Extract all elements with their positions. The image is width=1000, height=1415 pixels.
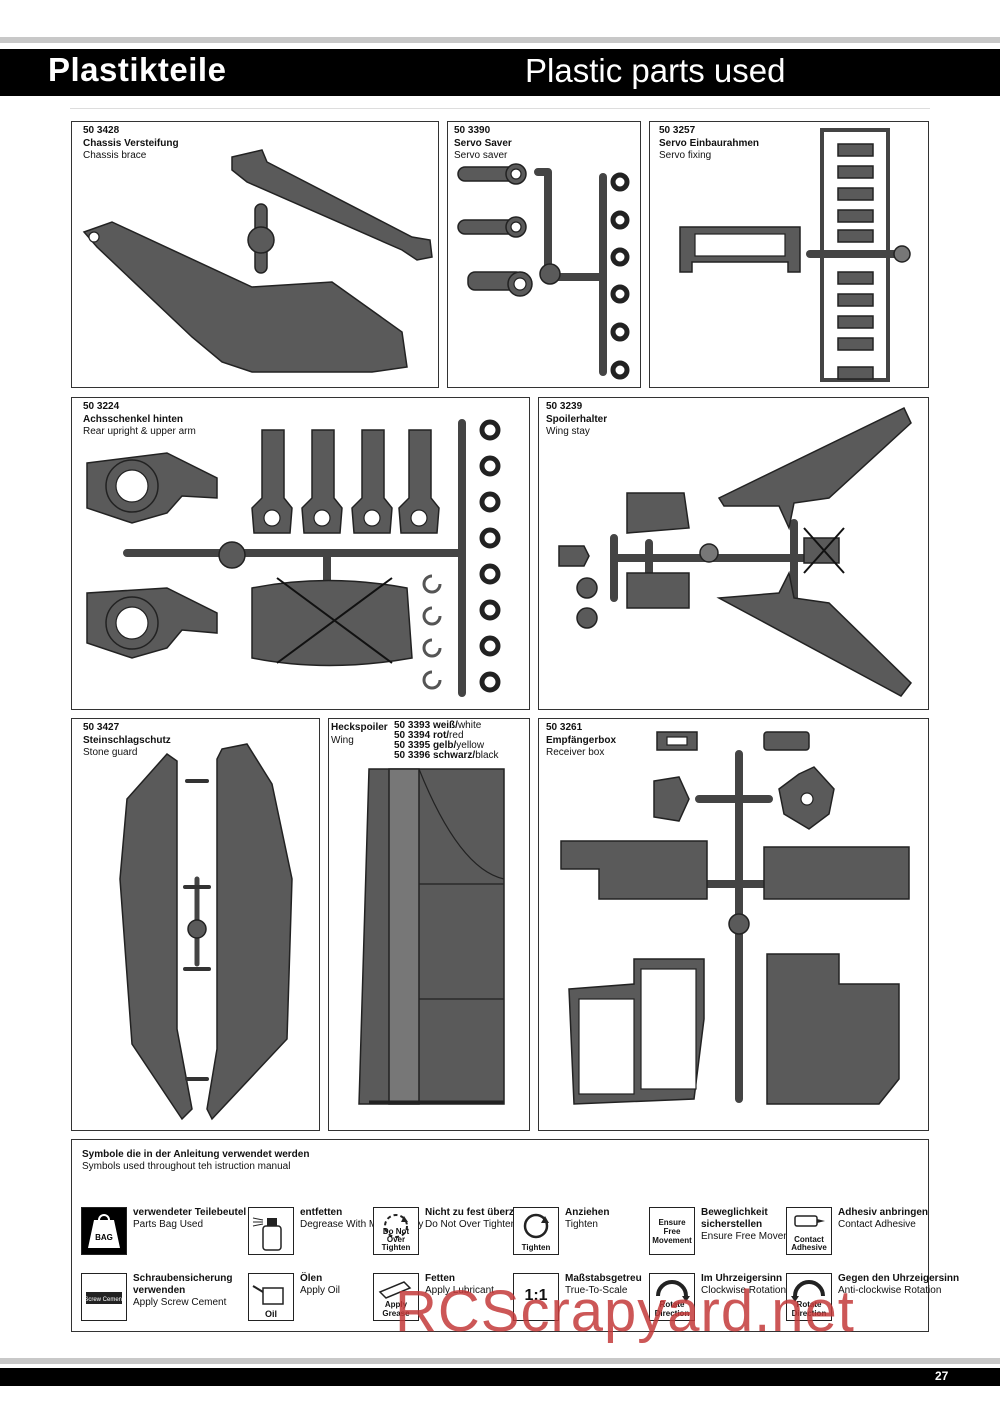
rotate-anticlockwise-icon: Rotate Direction	[786, 1273, 832, 1321]
contact-adhesive-icon: Contact Adhesive	[786, 1207, 832, 1255]
part-number: 50 3224	[83, 401, 120, 412]
panel-stone-guard: 50 3427 Steinschlagschutz Stone guard	[71, 718, 320, 1131]
wing-variant: 50 3396 schwarz/black	[394, 750, 499, 761]
part-number: 50 3428	[83, 125, 120, 136]
symbol-subtitle: Clockwise Rotation	[701, 1285, 787, 1296]
part-name-en: Rear upright & upper arm	[83, 426, 196, 437]
wing-variant: 50 3394 rot/red	[394, 730, 464, 741]
symbol-title: Fetten	[425, 1273, 455, 1284]
panel-chassis-brace: 50 3428 Chassis Versteifung Chassis brac…	[71, 121, 439, 388]
page-title-de: Plastikteile	[48, 51, 227, 88]
rotate-clockwise-icon: Rotate Direction	[649, 1273, 695, 1321]
top-rule	[0, 37, 1000, 43]
symbol-title: Gegen den Uhrzeigersinn	[838, 1273, 960, 1284]
symbol-subtitle: Apply Oil	[300, 1285, 341, 1296]
part-name-en: Receiver box	[546, 747, 605, 758]
panel-servo-saver: 50 3390 Servo Saver Servo saver	[447, 121, 641, 388]
page-title-en: Plastic parts used	[525, 52, 786, 89]
symbols-heading-de: Symbole die in der Anleitung verwendet w…	[82, 1149, 310, 1160]
part-number: 50 3390	[454, 125, 491, 136]
symbol-title: Nicht zu fest überziehen	[425, 1207, 541, 1218]
part-name-en: Stone guard	[83, 747, 138, 758]
wing-variant: 50 3395 gelb/yellow	[394, 740, 485, 751]
symbol-subtitle: Apply Screw Cement	[133, 1297, 227, 1308]
chassis-brace-drawing	[82, 149, 433, 373]
panel-wing: Heckspoiler Wing 50 3393 weiß/white 50 3…	[328, 718, 530, 1131]
part-name-de: Heckspoiler	[331, 722, 388, 733]
wing-variant: 50 3393 weiß/white	[394, 720, 482, 731]
symbol-title: Im Uhrzeigersinn	[701, 1273, 783, 1284]
symbols-heading-en: Symbols used throughout teh istruction m…	[82, 1161, 291, 1172]
symbol-title: Ölen	[300, 1273, 323, 1284]
header-divider	[70, 108, 930, 109]
symbol-subtitle: Tighten	[565, 1219, 598, 1230]
part-name-en: Chassis brace	[83, 150, 147, 161]
do-not-overtighten-icon: Do Not Over Tighten	[373, 1207, 419, 1255]
oil-can-icon: Oil	[248, 1273, 294, 1321]
symbol-subtitle: Apply Lubricant	[425, 1285, 494, 1296]
symbol-title: Anziehen	[565, 1207, 610, 1218]
part-name-de: Spoilerhalter	[546, 413, 608, 425]
svg-text:Screw Cement: Screw Cement	[84, 1297, 124, 1303]
bag-icon: BAG	[81, 1207, 127, 1255]
rear-upright-drawing	[86, 419, 501, 697]
wing-stay-drawing	[558, 406, 913, 697]
part-name-de: Servo Saver	[454, 137, 512, 149]
panel-receiver-box: 50 3261 Empfängerbox Receiver box	[538, 718, 929, 1131]
svg-text:BAG: BAG	[95, 1233, 113, 1242]
part-name-en: Wing	[331, 734, 354, 746]
page-header	[0, 49, 1000, 96]
apply-grease-icon: Apply Grease	[373, 1273, 419, 1321]
page-number: 27	[935, 1369, 949, 1383]
part-name-de: Servo Einbaurahmen	[659, 137, 760, 149]
part-name-en: Wing stay	[546, 426, 590, 437]
ensure-free-movement-icon: Ensure Free Movement	[649, 1207, 695, 1255]
part-name-en: Servo saver	[454, 150, 508, 161]
symbol-subtitle: Parts Bag Used	[133, 1219, 204, 1230]
part-name-en: Servo fixing	[659, 150, 712, 161]
part-number: 50 3427	[83, 722, 120, 733]
part-number: 50 3261	[546, 722, 583, 733]
screw-cement-icon: Screw Cement	[81, 1273, 127, 1321]
symbol-title: Maßstabsgetreu	[565, 1273, 642, 1284]
part-name-de: Steinschlagschutz	[83, 734, 171, 746]
symbol-title: entfetten	[300, 1207, 343, 1218]
part-name-de: Chassis Versteifung	[83, 137, 179, 149]
part-number: 50 3257	[659, 125, 696, 136]
footer-bar	[0, 1368, 1000, 1386]
spray-bottle-icon	[248, 1207, 294, 1255]
part-name-de: Achsschenkel hinten	[83, 413, 184, 425]
tighten-icon: Tighten	[513, 1207, 559, 1255]
symbol-subtitle: True-To-Scale	[565, 1285, 628, 1296]
wing-drawing	[358, 768, 505, 1105]
symbol-title: Adhesiv anbringen	[838, 1207, 929, 1218]
servo-saver-drawing	[457, 163, 630, 380]
symbol-subtitle: Contact Adhesive	[838, 1219, 916, 1230]
servo-fixing-drawing	[679, 128, 911, 382]
panel-rear-upright: 50 3224 Achsschenkel hinten Rear upright…	[71, 397, 530, 710]
receiver-box-drawing	[560, 731, 910, 1105]
panel-wing-stay: 50 3239 Spoilerhalter Wing stay	[538, 397, 929, 710]
part-name-de: Empfängerbox	[546, 734, 617, 746]
symbol-subtitle: Do Not Over Tighten	[425, 1219, 517, 1230]
part-number: 50 3239	[546, 401, 583, 412]
symbol-title: verwendeter Teilebeutel	[133, 1207, 247, 1218]
stone-guard-drawing	[119, 743, 293, 1121]
watermark: RCScrapyard.net	[395, 1279, 855, 1344]
footer-rule	[0, 1358, 1000, 1364]
symbol-title: Schraubensicherung verwenden	[133, 1273, 233, 1296]
symbol-title: Beweglichkeit sicherstellen	[701, 1207, 768, 1230]
symbol-subtitle: Ensure Free Movement	[701, 1231, 806, 1242]
symbol-subtitle: Anti-clockwise Rotation	[838, 1285, 942, 1296]
wing-variant-list: 50 3393 weiß/white 50 3394 rot/red 50 33…	[394, 721, 499, 761]
panel-servo-fixing: 50 3257 Servo Einbaurahmen Servo fixing	[649, 121, 929, 388]
one-to-one-scale-icon: 1:1	[513, 1273, 559, 1321]
symbol-subtitle: Degrease With Motor Spray	[300, 1219, 424, 1230]
